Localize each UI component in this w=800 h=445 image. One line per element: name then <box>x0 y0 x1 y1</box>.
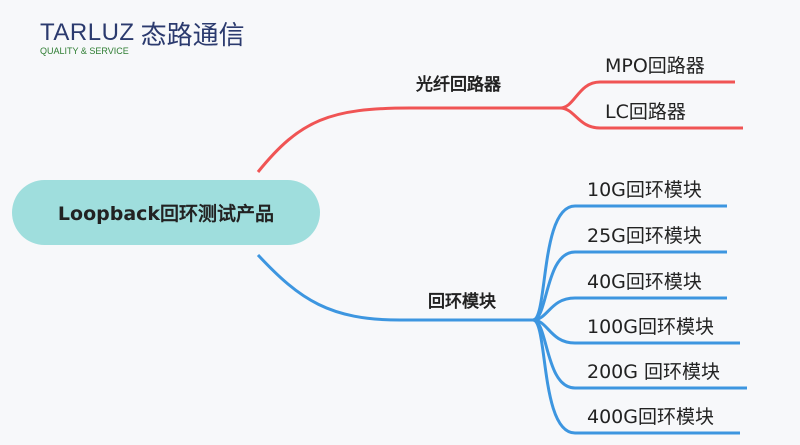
logo-brand: TARLUZ <box>40 19 135 46</box>
connector-10g <box>532 204 727 322</box>
logo-chinese: 态路通信 <box>140 21 245 51</box>
node-200g[interactable]: 200G 回环模块 <box>587 361 721 383</box>
connector-25g <box>532 250 727 322</box>
node-25g[interactable]: 25G回环模块 <box>587 225 702 247</box>
connector-root-fiber <box>256 106 560 173</box>
node-10g[interactable]: 10G回环模块 <box>587 179 702 201</box>
branch-fiber-loopback[interactable]: 光纤回路器 <box>416 75 501 95</box>
node-40g[interactable]: 40G回环模块 <box>587 271 702 293</box>
blue-branch-lines <box>256 204 747 435</box>
root-label: Loopback回环测试产品 <box>57 203 275 225</box>
connector-400g <box>532 318 740 435</box>
logo-text-block: TARLUZ QUALITY & SERVICE <box>40 20 135 57</box>
node-400g[interactable]: 400G回环模块 <box>587 406 714 428</box>
node-100g[interactable]: 100G回环模块 <box>587 316 714 338</box>
connector-lc <box>559 106 743 130</box>
branch-loopback-module[interactable]: 回环模块 <box>428 292 496 312</box>
root-node[interactable]: Loopback回环测试产品 <box>12 180 320 245</box>
node-lc[interactable]: LC回路器 <box>605 101 686 123</box>
node-mpo[interactable]: MPO回路器 <box>605 55 705 77</box>
red-branch-lines <box>256 80 743 173</box>
connector-root-module <box>256 253 533 322</box>
logo-tagline: QUALITY & SERVICE <box>40 46 129 56</box>
logo: TARLUZ QUALITY & SERVICE 态路通信 <box>40 20 245 57</box>
